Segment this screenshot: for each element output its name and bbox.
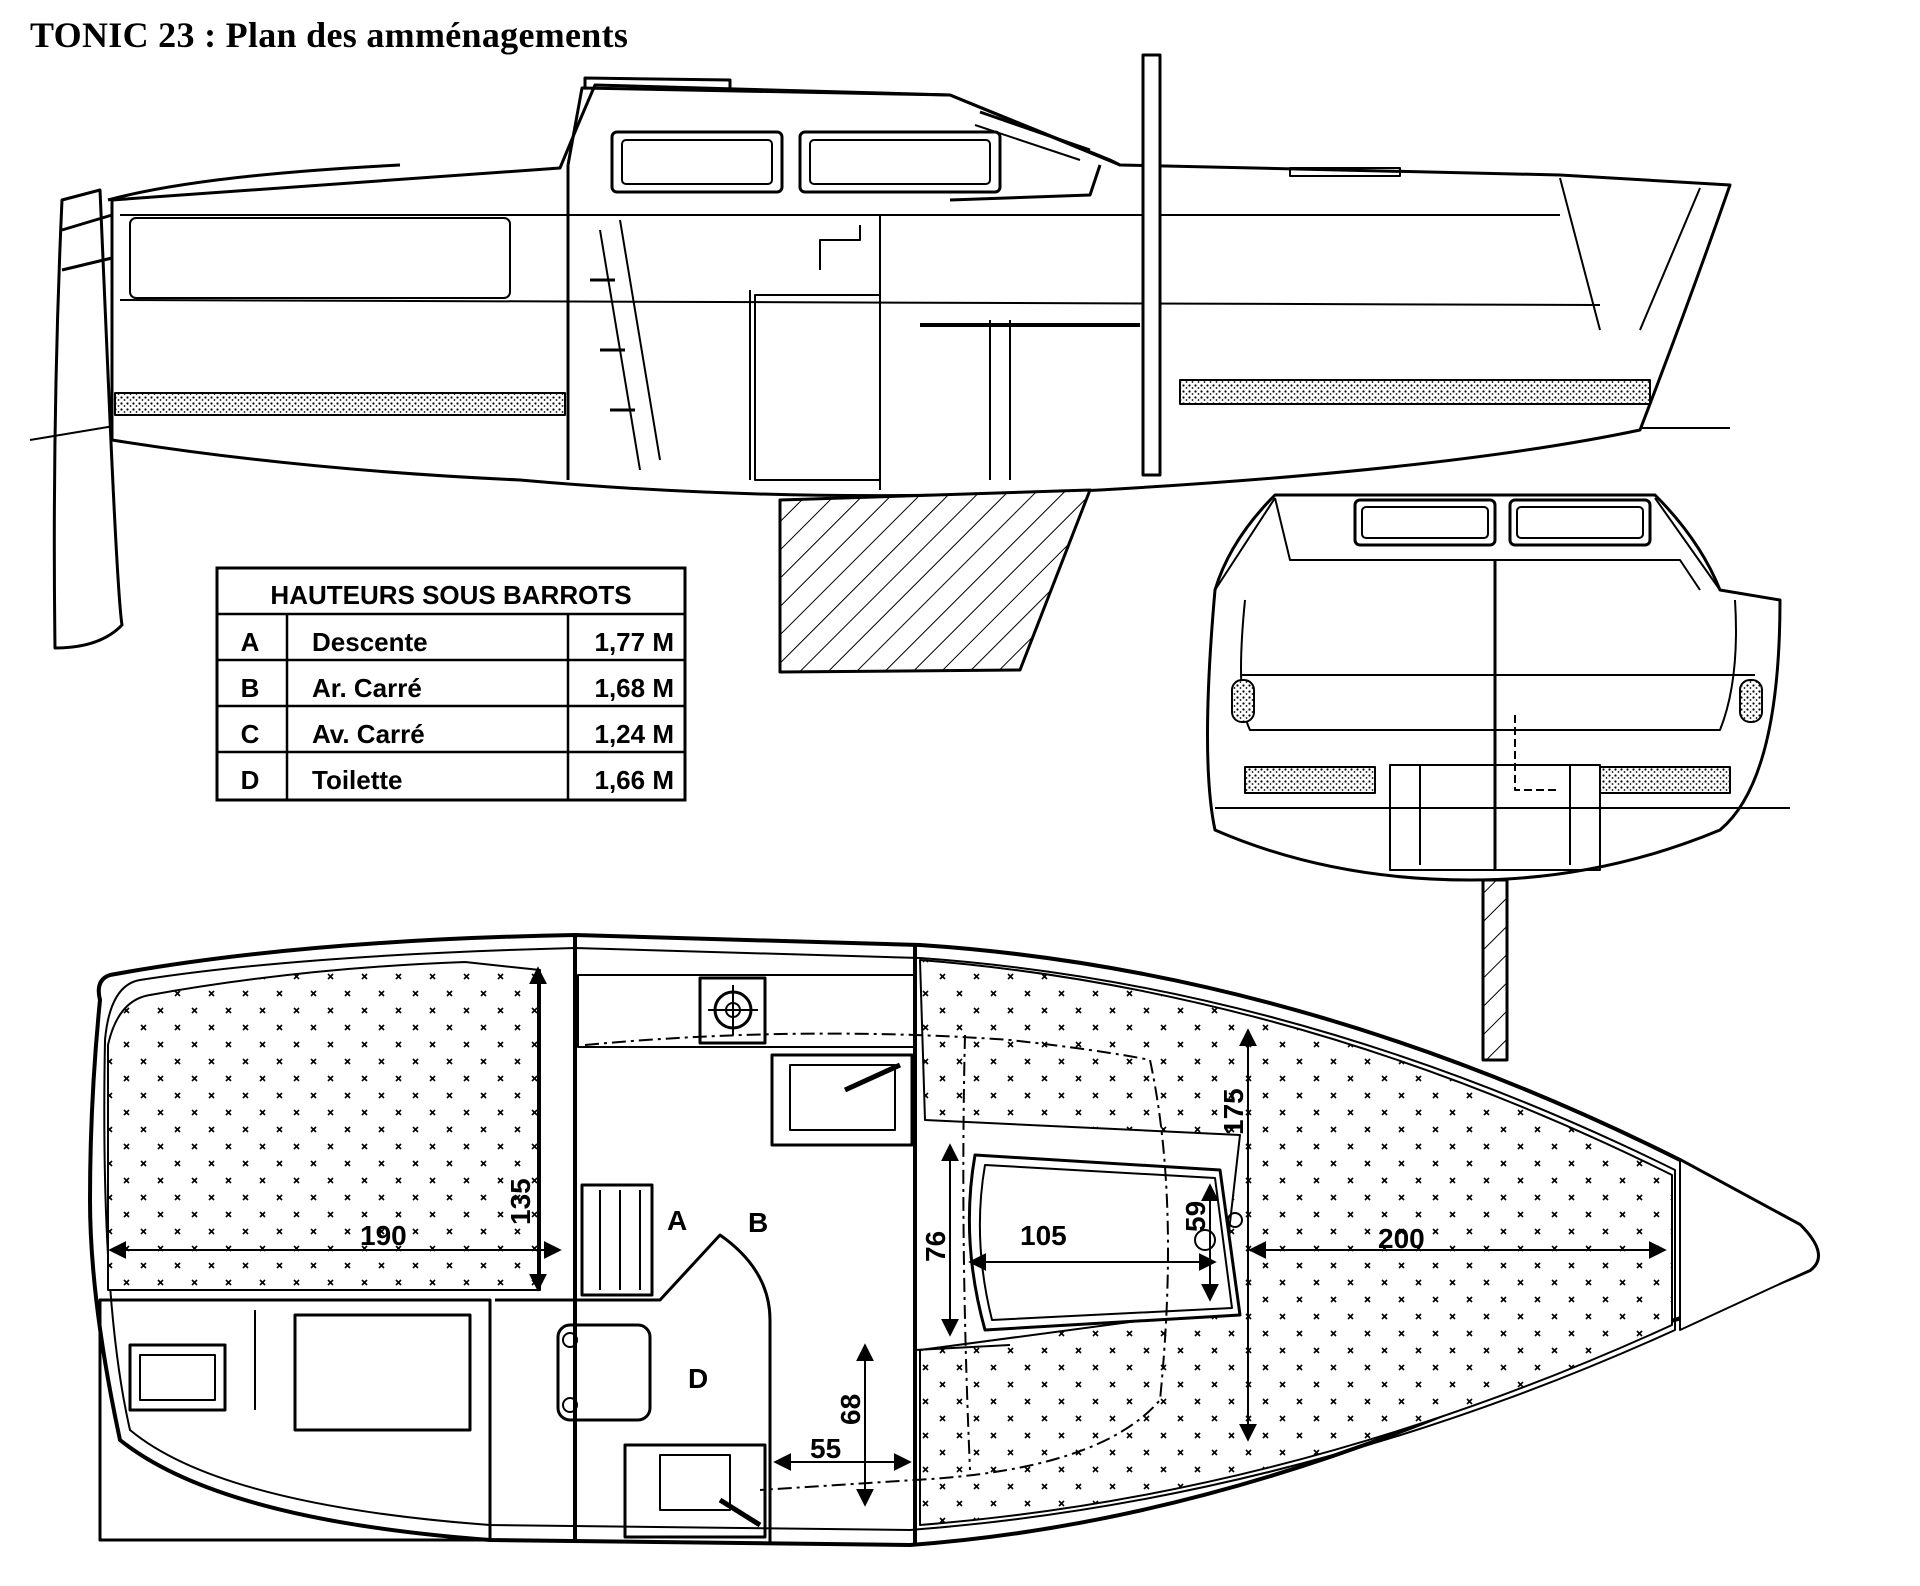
dimension-175: 175: [1218, 1088, 1249, 1135]
rudder: [52, 188, 124, 650]
table-row-label: Toilette: [312, 765, 403, 795]
table-row-label: Ar. Carré: [312, 673, 422, 703]
page-title: TONIC 23 : Plan des amménagements: [30, 15, 629, 55]
side-profile-view: [29, 53, 1732, 674]
label-b: B: [748, 1207, 768, 1238]
table-row-value: 1,24 M: [595, 719, 675, 749]
table-row-label: Av. Carré: [312, 719, 425, 749]
dimension-200: 200: [1378, 1223, 1425, 1254]
label-d: D: [688, 1363, 708, 1394]
table-row-key: C: [241, 719, 260, 749]
table-row-value: 1,77 M: [595, 627, 675, 657]
table-row-value: 1,68 M: [595, 673, 675, 703]
dimension-55: 55: [810, 1433, 841, 1464]
dimension-135: 135: [505, 1178, 536, 1225]
hull: [110, 83, 1732, 498]
dimension-labels: 190 135 76 105 59 175 200 68 55: [360, 1088, 1425, 1464]
plan-labels: A B D: [667, 1205, 768, 1394]
table-row-label: Descente: [312, 627, 428, 657]
table-row-value: 1,66 M: [595, 765, 675, 795]
saloon-table: [967, 1153, 1242, 1332]
dimension-105: 105: [1020, 1220, 1067, 1251]
keel: [778, 488, 1092, 674]
table-header: HAUTEURS SOUS BARROTS: [270, 580, 631, 610]
table-row-key: B: [241, 673, 260, 703]
accommodation-plan-view: [88, 933, 1820, 1547]
aft-berth-cushion: [107, 961, 541, 1291]
dimension-76: 76: [920, 1231, 951, 1262]
dimension-190: 190: [360, 1220, 407, 1251]
label-a: A: [667, 1205, 687, 1236]
dimension-68: 68: [835, 1394, 866, 1425]
mast: [1141, 53, 1162, 477]
table-row-key: A: [241, 627, 260, 657]
dimension-59: 59: [1180, 1201, 1211, 1232]
table-row-key: D: [241, 765, 260, 795]
cross-section-view: [1206, 493, 1790, 1062]
headroom-table: HAUTEURS SOUS BARROTS A Descente 1,77 M …: [215, 566, 687, 802]
